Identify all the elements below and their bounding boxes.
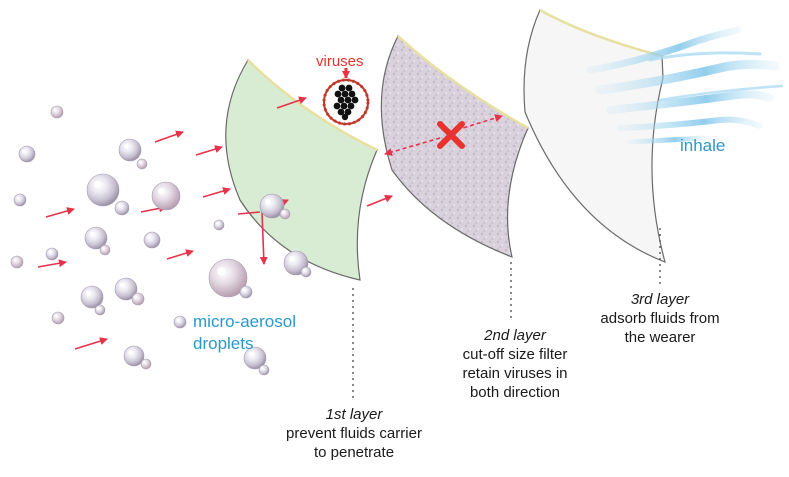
droplet (50, 105, 64, 119)
droplet (131, 292, 145, 306)
droplet (143, 231, 161, 249)
droplet-highlight (134, 295, 138, 299)
droplet (18, 145, 36, 163)
droplet (114, 200, 130, 216)
droplet-highlight (13, 258, 17, 262)
droplet-highlight (85, 290, 91, 296)
droplet-highlight (158, 188, 165, 195)
droplet (86, 173, 120, 207)
layer-1-caption: 1st layer prevent fluids carrier to pene… (262, 405, 446, 462)
droplet-highlight (265, 199, 271, 205)
layer-3-line1: adsorb fluids from (600, 310, 720, 327)
droplet-highlight (242, 288, 246, 292)
droplet (279, 208, 291, 220)
droplet-highlight (216, 222, 219, 225)
droplet-highlight (16, 196, 20, 200)
droplet-highlight (176, 318, 180, 322)
droplet-highlight (123, 143, 129, 149)
layer-2-caption: 2nd layer cut-off size filter retain vir… (430, 326, 600, 402)
droplet-highlight (261, 367, 264, 370)
droplet-highlight (282, 211, 285, 214)
aerosol-label-line1: micro-aerosol (193, 312, 296, 331)
layer-3-title: 3rd layer (630, 291, 690, 308)
layer-1-sheet (225, 59, 378, 281)
droplet (51, 311, 65, 325)
layer-2-line3: both direction (469, 384, 561, 401)
droplet (300, 266, 312, 278)
layer-3-sheet (523, 8, 666, 263)
droplet-highlight (22, 149, 26, 153)
droplet (118, 138, 142, 162)
droplet-highlight (217, 267, 226, 276)
droplet-highlight (289, 256, 295, 262)
leader-lines (352, 228, 661, 398)
droplet-highlight (119, 282, 125, 288)
droplet-highlight (93, 180, 101, 188)
droplet-highlight (303, 269, 306, 272)
droplet-highlight (97, 307, 100, 310)
droplet-highlight (118, 204, 122, 208)
droplet-highlight (89, 231, 95, 237)
layer-1-line2: to penetrate (313, 444, 395, 461)
droplet (136, 158, 148, 170)
layer-1-title: 1st layer (325, 406, 383, 423)
droplet (258, 364, 270, 376)
block-x-icon (437, 121, 465, 149)
layer-2-sheet (380, 35, 529, 258)
droplet (140, 358, 152, 370)
aerosol-label: micro-aerosol droplets (193, 311, 296, 355)
droplet-highlight (147, 235, 151, 239)
droplet (213, 219, 225, 231)
droplet-highlight (143, 361, 146, 364)
layer-2-line1: cut-off size filter (462, 346, 568, 363)
droplet-highlight (53, 108, 57, 112)
droplet (10, 255, 24, 269)
droplet (99, 244, 111, 256)
inhale-label: inhale (680, 136, 726, 155)
droplet (13, 193, 27, 207)
inhale-airflow (586, 26, 784, 145)
layer-1-line1: prevent fluids carrier (286, 425, 422, 442)
aerosol-label-line2: droplets (193, 334, 254, 353)
droplet-highlight (102, 247, 105, 250)
droplet (173, 315, 187, 329)
droplet (94, 304, 106, 316)
layer-2-line2: retain viruses in (462, 365, 568, 382)
layer-3-line2: the wearer (624, 329, 696, 346)
virus-icon (322, 78, 370, 126)
droplet (239, 285, 253, 299)
layer-3-caption: 3rd layer adsorb fluids from the wearer (584, 290, 736, 347)
droplet-highlight (139, 161, 142, 164)
droplet (80, 285, 104, 309)
droplet-highlight (128, 350, 133, 355)
droplet (151, 181, 181, 211)
layer-2-title: 2nd layer (484, 327, 546, 344)
aerosol-droplets (10, 105, 312, 376)
droplet-highlight (48, 250, 52, 254)
droplet (45, 247, 59, 261)
droplet-highlight (54, 314, 58, 318)
droplet-highlight (248, 351, 254, 357)
viruses-label: viruses (316, 53, 364, 70)
